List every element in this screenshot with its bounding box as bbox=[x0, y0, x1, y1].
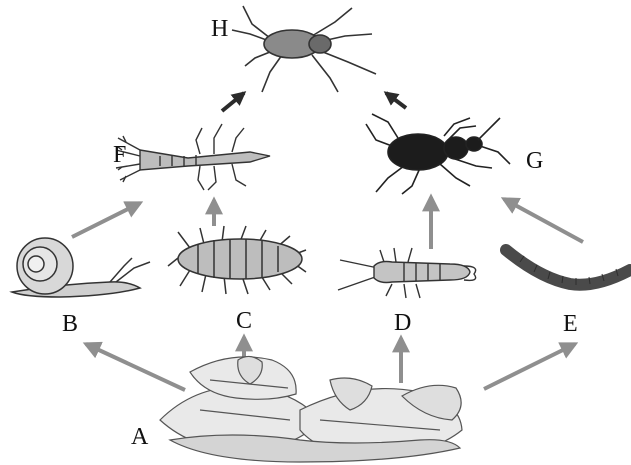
arrow-b-to-f bbox=[72, 203, 140, 237]
label-d: D bbox=[394, 310, 411, 336]
earwig-icon bbox=[338, 248, 476, 298]
label-a: A bbox=[131, 424, 149, 450]
spider-icon bbox=[232, 6, 376, 92]
label-h: H bbox=[211, 16, 228, 42]
larva-icon bbox=[116, 124, 270, 190]
arrow-a-to-e bbox=[484, 344, 575, 389]
label-g: G bbox=[526, 148, 543, 174]
snail-icon bbox=[12, 238, 150, 297]
label-f: F bbox=[113, 142, 126, 168]
earthworm-icon bbox=[506, 250, 630, 285]
label-c: C bbox=[236, 308, 252, 334]
labels: H F G B C D E A bbox=[62, 16, 578, 450]
arrow-a-to-b bbox=[86, 344, 185, 390]
woodlouse-icon bbox=[168, 226, 306, 294]
leaf-litter-icon bbox=[160, 356, 462, 462]
label-b: B bbox=[62, 311, 78, 337]
arrow-f-to-h bbox=[222, 93, 244, 111]
arrow-g-to-h bbox=[386, 93, 406, 108]
label-e: E bbox=[563, 311, 578, 337]
arrows bbox=[72, 93, 583, 390]
arrow-e-to-g bbox=[504, 199, 583, 242]
beetle-icon bbox=[366, 114, 510, 194]
